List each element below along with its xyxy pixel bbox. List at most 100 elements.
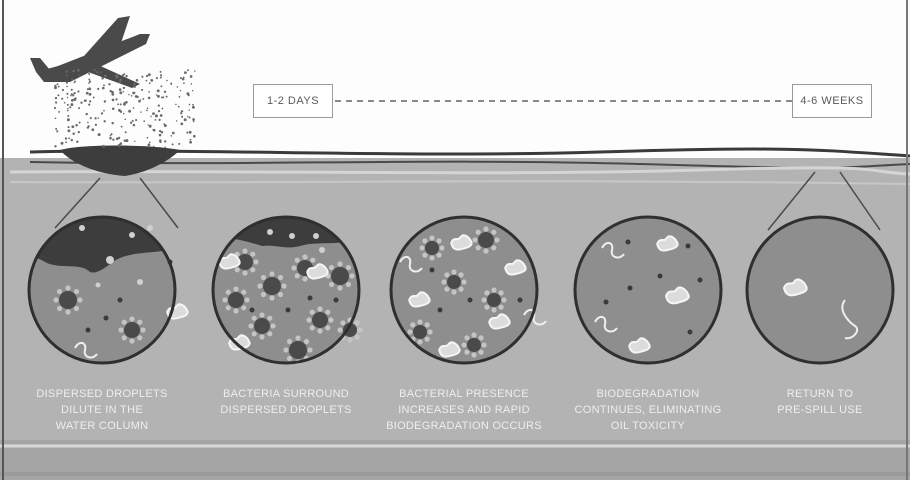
spray-droplet xyxy=(64,102,66,104)
caption-line: BACTERIA SURROUND xyxy=(201,386,371,402)
spray-droplet xyxy=(164,124,167,127)
spray-droplet xyxy=(161,96,163,98)
oil-speck xyxy=(688,330,693,335)
spray-droplet xyxy=(54,107,56,109)
spray-droplet xyxy=(71,78,73,80)
spray-droplet xyxy=(89,100,91,102)
spray-droplet xyxy=(119,91,122,94)
timeline-start-label: 1-2 DAYS xyxy=(267,95,319,107)
spray-droplet xyxy=(120,142,123,145)
spray-droplet xyxy=(180,77,182,79)
spray-droplet xyxy=(74,81,76,83)
spray-droplet xyxy=(160,114,163,117)
spray-droplet xyxy=(192,90,194,92)
spray-droplet xyxy=(140,99,142,101)
spray-droplet xyxy=(57,83,59,85)
oil-speck xyxy=(626,240,631,245)
spray-droplet xyxy=(189,117,191,119)
spray-droplet xyxy=(55,128,57,130)
spray-droplet xyxy=(172,132,175,135)
spray-droplet xyxy=(123,113,125,115)
spray-droplet xyxy=(160,74,162,76)
spray-droplet xyxy=(58,111,60,113)
oil-droplet-icon xyxy=(53,285,82,314)
spray-droplet xyxy=(148,97,151,100)
spray-droplet xyxy=(187,69,189,71)
spray-droplet xyxy=(71,125,74,128)
spray-droplet xyxy=(131,95,133,97)
spray-droplet xyxy=(136,79,139,82)
caption-line: BIODEGRADATION OCCURS xyxy=(379,418,549,434)
spray-droplet xyxy=(193,121,195,123)
oil-droplet-icon xyxy=(419,235,444,260)
spray-droplet xyxy=(78,107,80,109)
caption-line: BACTERIAL PRESENCE xyxy=(379,386,549,402)
spray-droplet xyxy=(67,104,69,106)
caption-line: DISPERSED DROPLETS xyxy=(17,386,187,402)
stage-3-caption: BACTERIAL PRESENCE INCREASES AND RAPID B… xyxy=(379,386,549,434)
spray-droplet xyxy=(86,100,87,101)
spray-droplet xyxy=(101,77,104,80)
oil-droplet-icon xyxy=(257,271,286,300)
spray-droplet xyxy=(76,141,78,143)
spray-droplet xyxy=(179,96,181,98)
spray-droplet xyxy=(158,110,160,112)
spray-droplet xyxy=(65,70,67,72)
spray-droplet xyxy=(56,131,57,132)
spray-droplet xyxy=(153,146,154,147)
spray-droplet xyxy=(119,88,122,91)
spray-droplet xyxy=(72,132,74,134)
spray-droplet xyxy=(186,92,189,95)
spray-droplet xyxy=(182,78,185,81)
spray-droplet xyxy=(121,126,123,128)
spray-droplet xyxy=(146,75,148,77)
spray-droplet xyxy=(134,86,136,88)
spray-droplet xyxy=(78,131,80,133)
caption-line: OIL TOXICITY xyxy=(563,418,733,434)
spray-droplet xyxy=(125,139,128,142)
spray-droplet xyxy=(87,125,89,127)
spray-droplet xyxy=(94,117,96,119)
small-droplet xyxy=(129,232,135,238)
spray-droplet xyxy=(164,91,166,93)
spray-droplet xyxy=(77,90,79,92)
spray-droplet xyxy=(67,97,69,99)
spray-droplet xyxy=(104,120,106,122)
oil-droplet-icon xyxy=(118,316,145,343)
spray-droplet xyxy=(178,143,180,145)
spray-droplet xyxy=(70,103,73,106)
spray-droplet xyxy=(110,90,112,92)
spray-droplet xyxy=(153,129,156,132)
spray-droplet xyxy=(133,83,136,86)
spray-droplet xyxy=(189,131,192,134)
spray-droplet xyxy=(111,93,114,96)
spray-droplet xyxy=(66,86,68,88)
spray-droplet xyxy=(58,86,60,88)
spray-droplet xyxy=(123,91,124,92)
spray-droplet xyxy=(187,116,189,118)
spray-droplet xyxy=(62,89,64,91)
spray-droplet xyxy=(156,94,157,95)
spray-droplet xyxy=(65,141,67,143)
spray-droplet xyxy=(160,77,162,79)
stage-4-caption: BIODEGRADATION CONTINUES, ELIMINATING OI… xyxy=(563,386,733,434)
spray-droplet xyxy=(125,75,127,77)
spray-droplet xyxy=(104,75,107,78)
spray-droplet xyxy=(141,89,143,91)
spray-droplet xyxy=(110,133,112,135)
caption-line: CONTINUES, ELIMINATING xyxy=(563,402,733,418)
caption-line: INCREASES AND RAPID xyxy=(379,402,549,418)
oil-speck xyxy=(628,286,633,291)
spray-droplet xyxy=(182,111,184,113)
spray-droplet xyxy=(71,89,73,91)
spray-droplet xyxy=(79,75,81,77)
oil-speck xyxy=(468,298,473,303)
spray-droplet xyxy=(111,122,113,124)
spray-droplet xyxy=(148,144,151,147)
spray-droplet xyxy=(54,145,56,147)
spray-droplet xyxy=(146,80,148,82)
spray-droplet xyxy=(178,106,180,108)
spray-droplet xyxy=(193,135,196,138)
spray-droplet xyxy=(191,83,193,85)
